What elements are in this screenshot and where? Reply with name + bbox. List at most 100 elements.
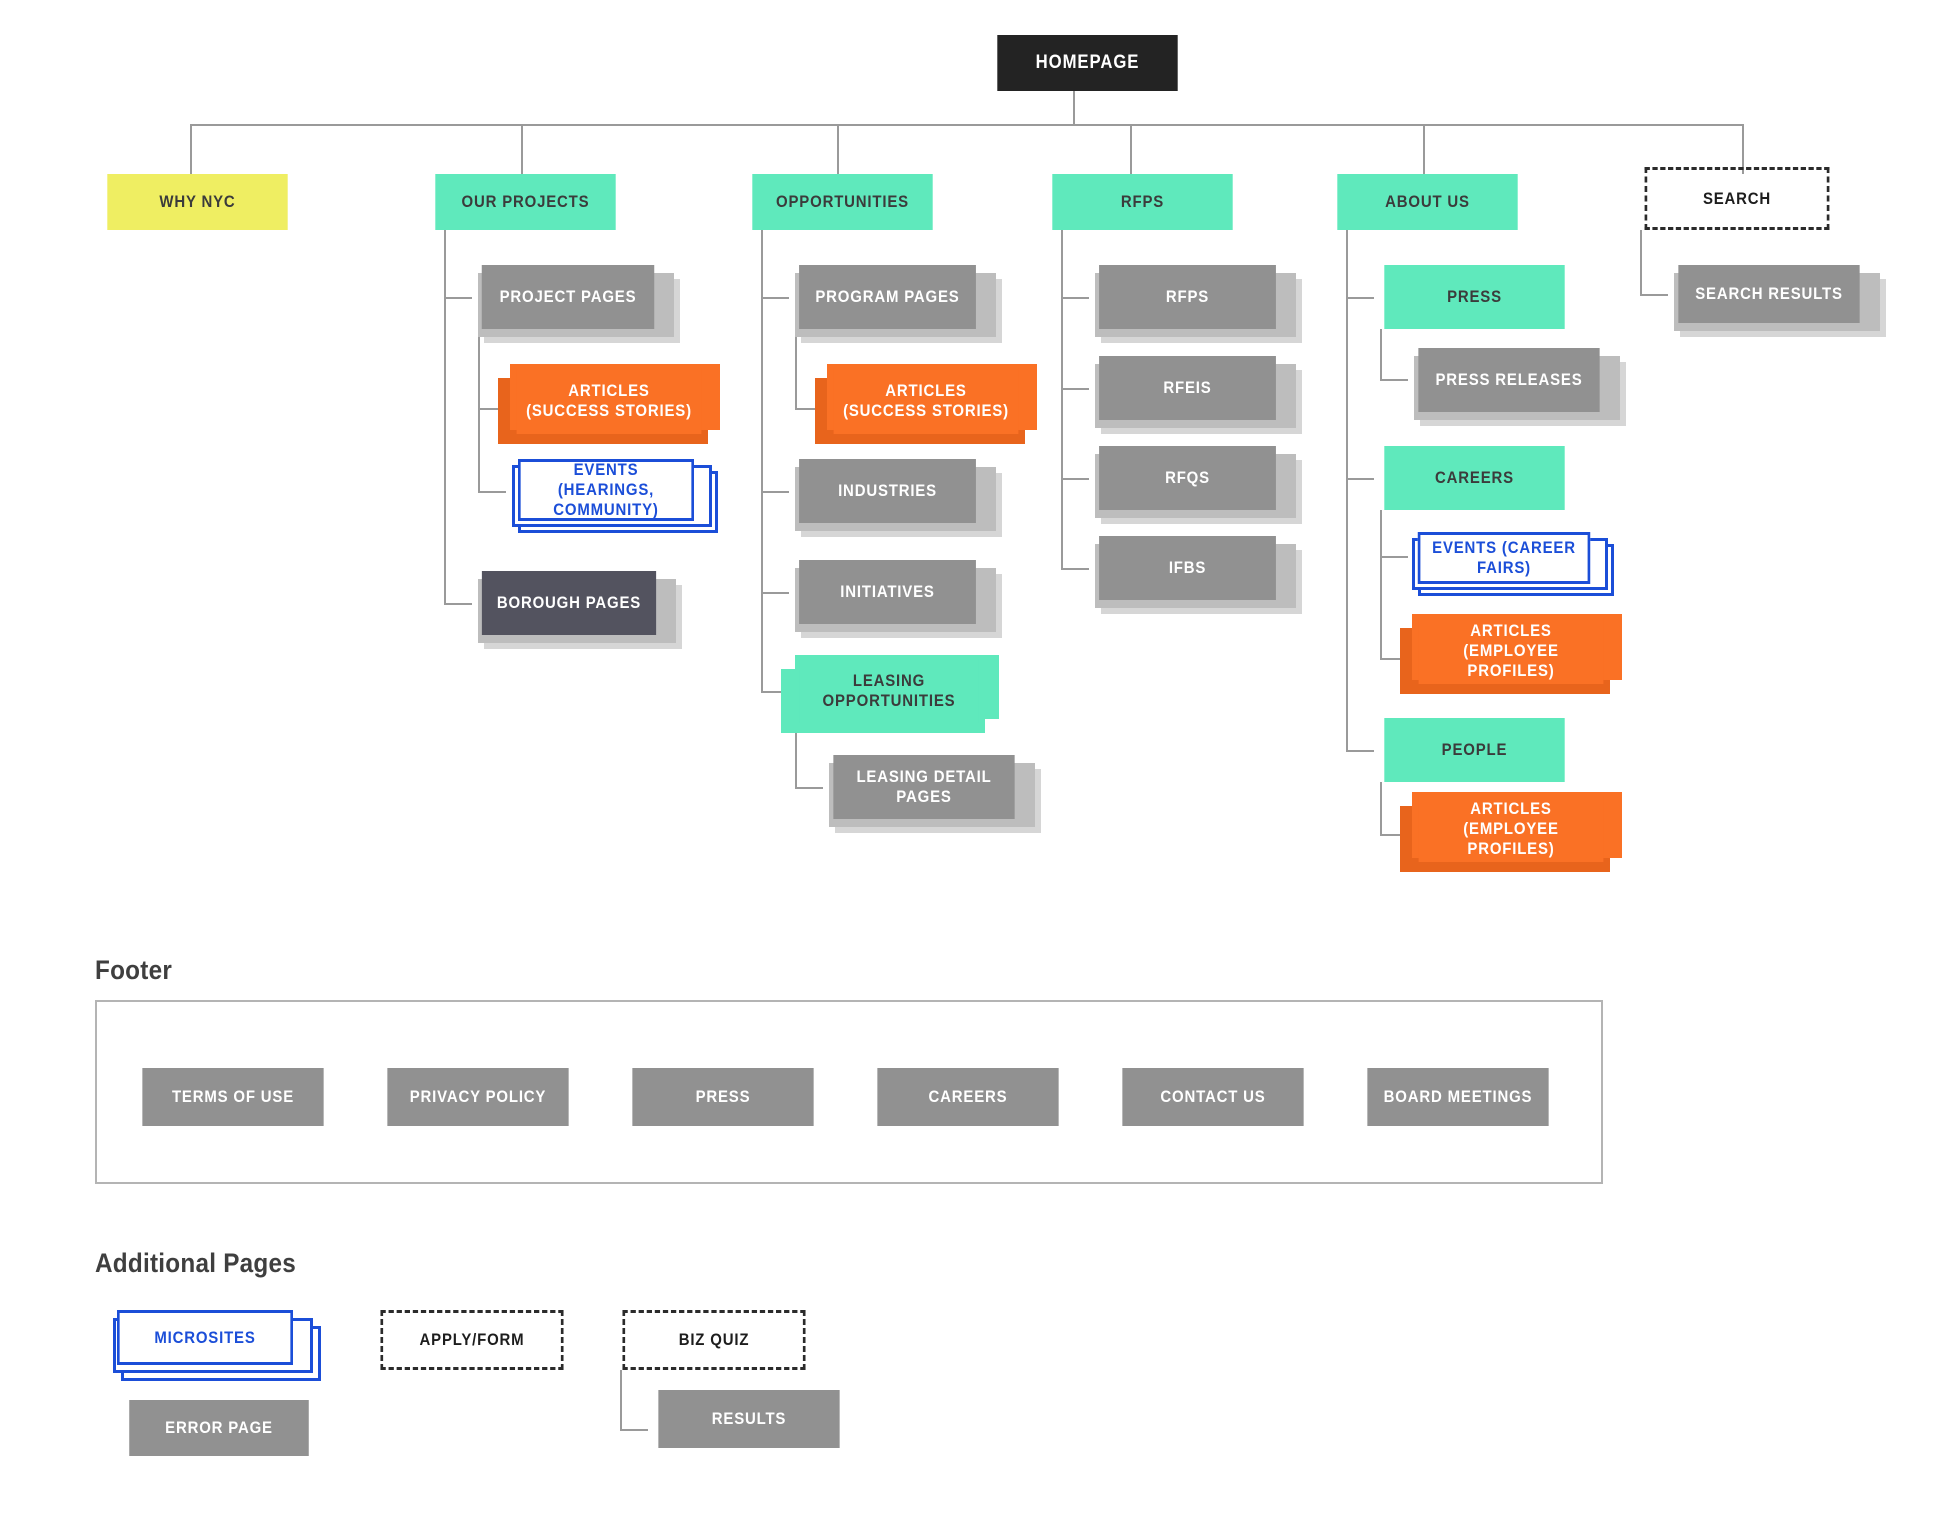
node-label: RFPS [1120,192,1165,212]
node-error-page[interactable]: ERROR PAGE [129,1400,309,1456]
node-press[interactable]: PRESS [1384,265,1565,329]
connector-drop-rfps [1130,124,1132,174]
connector-drop-why-nyc [190,124,192,174]
connector-drop-our-projects [521,124,523,174]
connector-drop-opportunities [837,124,839,174]
node-articles-success-stories-projects[interactable]: ARTICLES (SUCCESS STORIES) [516,368,702,434]
node-label: ARTICLES (EMPLOYEE PROFILES) [1463,621,1559,680]
additional-pages-section-title: Additional Pages [95,1248,297,1278]
node-label: RFPS [1165,287,1210,307]
node-leasing-detail-pages[interactable]: LEASING DETAIL PAGES [833,755,1015,819]
node-program-pages[interactable]: PROGRAM PAGES [799,265,976,329]
footer-link-privacy-policy[interactable]: PRIVACY POLICY [387,1068,569,1126]
node-label: EVENTS (CAREER FAIRS) [1432,538,1576,577]
node-label: OUR PROJECTS [461,192,590,212]
node-articles-employee-profiles-careers[interactable]: ARTICLES (EMPLOYEE PROFILES) [1418,618,1604,684]
connector-spine-biz-quiz [620,1370,622,1431]
node-rfps-child[interactable]: RFPS [1099,265,1276,329]
node-label: PROJECT PAGES [499,287,637,307]
connector-stub-articles-employee-2 [1380,834,1408,836]
footer-link-contact-us[interactable]: CONTACT US [1122,1068,1304,1126]
footer-section-title: Footer [95,955,173,985]
connector-spine-leasing [795,723,797,789]
connector-stub-industries [761,491,789,493]
connector-stub-leasing-detail [795,787,823,789]
node-project-pages[interactable]: PROJECT PAGES [481,265,655,329]
footer-link-terms-of-use[interactable]: TERMS OF USE [142,1068,324,1126]
node-ifbs[interactable]: IFBS [1099,536,1276,600]
node-apply-form[interactable]: APPLY/FORM [380,1310,564,1370]
footer-link-press[interactable]: PRESS [632,1068,814,1126]
node-label: BIZ QUIZ [678,1330,750,1350]
node-press-releases[interactable]: PRESS RELEASES [1418,348,1600,412]
node-label: APPLY/FORM [419,1330,525,1350]
node-search[interactable]: SEARCH [1644,167,1830,230]
node-label: ARTICLES (EMPLOYEE PROFILES) [1463,799,1559,858]
connector-spine-search [1640,230,1642,296]
node-label: MICROSITES [154,1327,256,1347]
node-articles-employee-profiles-people[interactable]: ARTICLES (EMPLOYEE PROFILES) [1418,796,1604,862]
node-label: IFBS [1168,558,1207,578]
connector-stub-articles-success-2 [795,408,823,410]
connector-stub-events-career-fairs [1380,556,1408,558]
node-people[interactable]: PEOPLE [1384,718,1565,782]
node-rfps[interactable]: RFPS [1052,174,1233,230]
connector-stub-articles-employee-1 [1380,658,1408,660]
connector-stub-search-results [1640,294,1668,296]
node-label: INITIATIVES [840,582,935,602]
node-label: EVENTS (HEARINGS, COMMUNITY) [553,460,659,519]
node-industries[interactable]: INDUSTRIES [799,459,976,523]
connector-drop-search [1742,124,1744,174]
node-label: LEASING OPPORTUNITIES [822,671,956,710]
node-results[interactable]: RESULTS [658,1390,840,1448]
node-why-nyc[interactable]: WHY NYC [107,174,288,230]
node-label: ABOUT US [1385,192,1470,212]
node-label: TERMS OF USE [171,1087,295,1107]
connector-spine-project-pages [478,329,480,493]
connector-spine-about-us [1346,230,1348,752]
node-leasing-opportunities[interactable]: LEASING OPPORTUNITIES [799,659,979,723]
connector-stub-press-releases [1380,379,1408,381]
node-label: PRIVACY POLICY [409,1087,547,1107]
node-label: CAREERS [1435,468,1514,488]
connector-stub-careers [1346,478,1374,480]
node-rfeis[interactable]: RFEIS [1099,356,1276,420]
node-label: ARTICLES (SUCCESS STORIES) [526,381,692,420]
node-microsites[interactable]: MICROSITES [117,1310,293,1365]
node-label: CONTACT US [1160,1087,1266,1107]
footer-link-careers[interactable]: CAREERS [877,1068,1059,1126]
node-label: LEASING DETAIL PAGES [856,767,992,806]
connector-stub-events-hearings [478,491,506,493]
node-label: ARTICLES (SUCCESS STORIES) [843,381,1009,420]
node-our-projects[interactable]: OUR PROJECTS [435,174,616,230]
node-events-career-fairs[interactable]: EVENTS (CAREER FAIRS) [1417,532,1591,584]
node-about-us[interactable]: ABOUT US [1337,174,1518,230]
node-articles-success-stories-opportunities[interactable]: ARTICLES (SUCCESS STORIES) [833,368,1019,434]
node-opportunities[interactable]: OPPORTUNITIES [752,174,933,230]
node-label: RFEIS [1163,378,1212,398]
node-initiatives[interactable]: INITIATIVES [799,560,976,624]
connector-stub-rfeis [1061,388,1089,390]
node-rfqs[interactable]: RFQS [1099,446,1276,510]
node-homepage[interactable]: HOMEPAGE [997,35,1178,91]
node-borough-pages[interactable]: BOROUGH PAGES [481,571,657,635]
connector-stub-ifbs [1061,568,1089,570]
connector-stub-people [1346,750,1374,752]
footer-panel [95,1000,1603,1184]
node-events-hearings-community[interactable]: EVENTS (HEARINGS, COMMUNITY) [518,459,694,521]
node-careers[interactable]: CAREERS [1384,446,1565,510]
connector-stub-rfps-child [1061,297,1089,299]
node-label: PROGRAM PAGES [815,287,960,307]
footer-link-board-meetings[interactable]: BOARD MEETINGS [1367,1068,1549,1126]
node-label: WHY NYC [159,192,236,212]
node-biz-quiz[interactable]: BIZ QUIZ [622,1310,806,1370]
node-label: PRESS [1447,287,1502,307]
connector-stub-press [1346,297,1374,299]
connector-spine-people [1380,782,1382,836]
node-search-results[interactable]: SEARCH RESULTS [1678,265,1860,323]
connector-stub-project-pages [444,297,472,299]
node-label: RESULTS [711,1409,787,1429]
connector-spine-careers [1380,510,1382,660]
connector-stub-borough-pages [444,603,472,605]
